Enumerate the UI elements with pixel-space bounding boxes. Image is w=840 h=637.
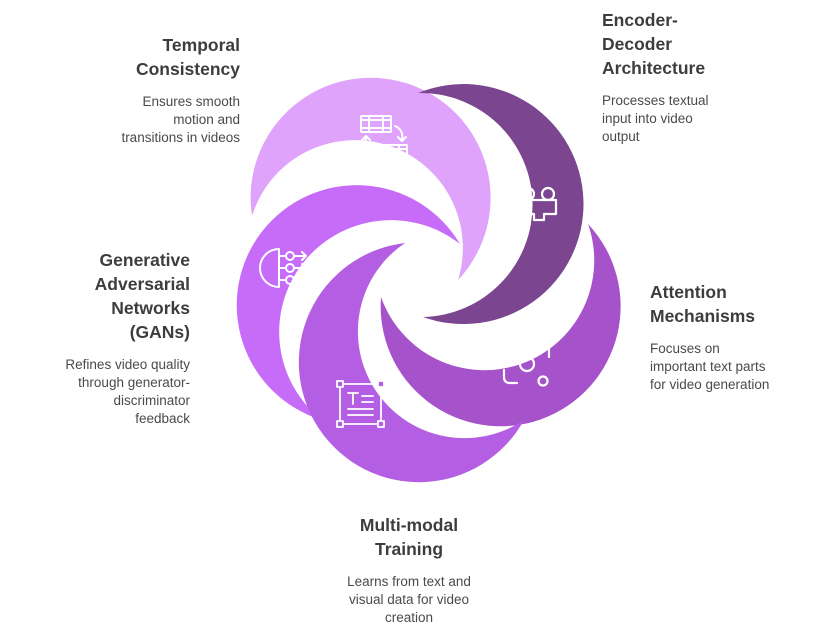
label-multimodal: Multi-modal Training Learns from text an… <box>304 513 514 627</box>
petal-encoder <box>418 84 584 325</box>
network-nodes-icon <box>259 248 307 288</box>
gans-title: Generative Adversarial Networks (GANs) <box>94 250 190 342</box>
label-encoder: Encoder- Decoder Architecture Processes … <box>602 8 802 146</box>
multimodal-title: Multi-modal Training <box>359 515 459 559</box>
attention-description: Focuses on important text parts for vide… <box>650 341 770 392</box>
petal-gans <box>236 185 460 420</box>
video-camera-icon <box>514 186 558 222</box>
text-frame-icon <box>336 380 385 428</box>
temporal-title: Temporal Consistency <box>135 35 240 79</box>
label-attention: Attention Mechanisms Focuses on importan… <box>650 280 840 394</box>
temporal-description: Ensures smooth motion and transitions in… <box>121 94 240 145</box>
focus-target-icon <box>502 342 551 387</box>
petal-attention <box>380 224 621 427</box>
encoder-title: Encoder- Decoder Architecture <box>602 10 706 78</box>
attention-title: Attention Mechanisms <box>650 282 756 326</box>
label-temporal: Temporal Consistency Ensures smooth moti… <box>40 33 240 147</box>
multimodal-description: Learns from text and visual data for vid… <box>347 574 471 625</box>
petal-temporal <box>250 77 491 280</box>
film-transition-icon <box>360 115 408 162</box>
encoder-description: Processes textual input into video outpu… <box>602 93 709 144</box>
gans-description: Refines video quality through generator-… <box>65 357 190 426</box>
petal-multimodal <box>298 243 524 483</box>
label-gans: Generative Adversarial Networks (GANs) R… <box>0 248 190 428</box>
